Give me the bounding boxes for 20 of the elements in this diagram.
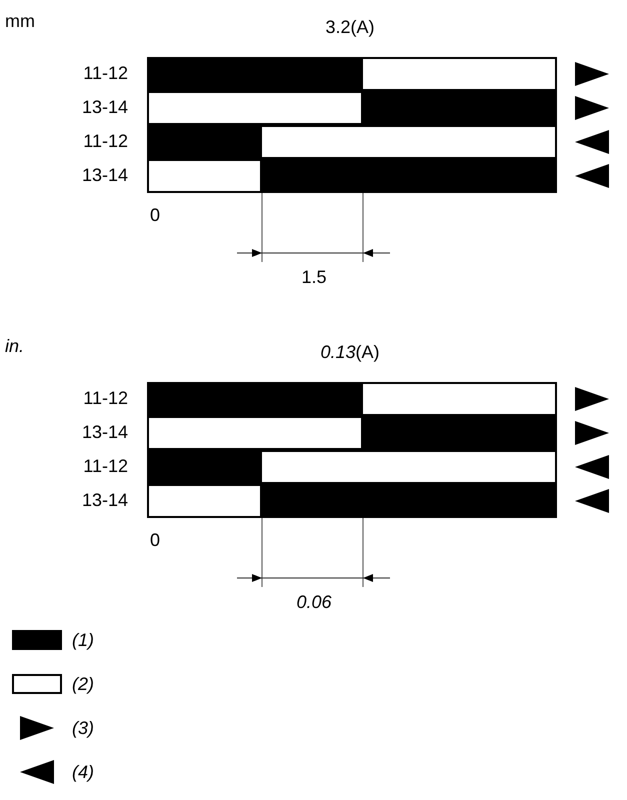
chart-label: 0: [150, 204, 160, 226]
chart-label: in.: [5, 335, 24, 357]
chart-label: 13-14: [82, 164, 128, 186]
legend-label: (2): [72, 673, 94, 695]
legend-label: (3): [72, 717, 94, 739]
chart-label: 11-12: [83, 130, 128, 152]
chart-label: 3.2(A): [325, 16, 375, 38]
chart-label: 11-12: [83, 62, 128, 84]
chart-label: 0.13(A): [320, 341, 380, 363]
chart-label: 13-14: [82, 421, 128, 443]
legend-label: (4): [72, 761, 94, 783]
chart-label: 0: [150, 529, 160, 551]
chart-label: 13-14: [82, 96, 128, 118]
chart-label: 13-14: [82, 489, 128, 511]
chart-label: 0.06: [296, 591, 332, 613]
chart-label: 11-12: [83, 387, 128, 409]
legend-label: (1): [72, 629, 94, 651]
chart-label: 11-12: [83, 455, 128, 477]
chart-label: 1.5: [301, 266, 327, 288]
chart-label: mm: [5, 10, 35, 32]
